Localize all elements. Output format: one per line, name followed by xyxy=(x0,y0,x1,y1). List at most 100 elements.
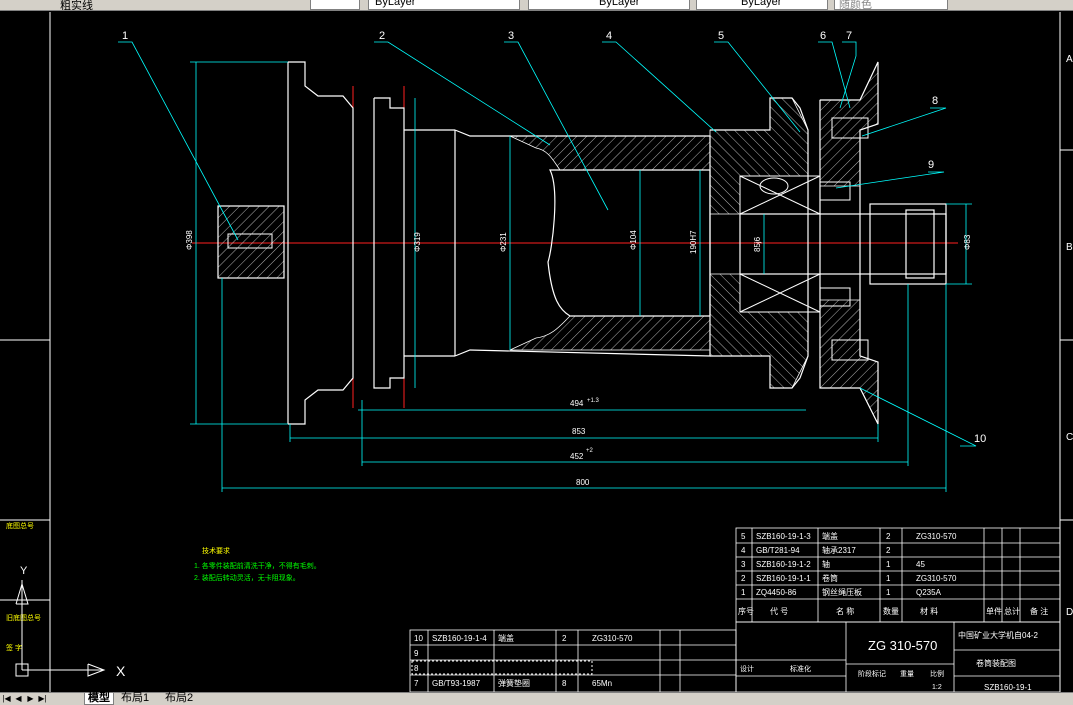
part-no-3: 3 xyxy=(508,30,514,42)
part-no-7: 7 xyxy=(846,30,852,42)
bom-right-header-cell: 总计 xyxy=(1004,606,1020,616)
bom-right-row-qty: 1 xyxy=(886,574,891,583)
tab-layout1[interactable]: 布局1 xyxy=(121,692,150,704)
bom-right-header-cell: 单件 xyxy=(986,606,1002,616)
part-no-1: 1 xyxy=(122,30,128,42)
title-material: ZG 310-570 xyxy=(868,638,937,653)
dim-d104: Φ104 xyxy=(629,230,638,250)
bom-right-row-name: 卷筒 xyxy=(822,573,838,583)
bom-right-header-cell: 代 号 xyxy=(770,606,788,616)
bom-right-row-no: 4 xyxy=(741,546,746,555)
layer-control-text[interactable]: 粗实线 xyxy=(60,0,93,11)
bom-right-row-code: SZB160-19-1-2 xyxy=(756,560,811,569)
bom-right-row-code: GB/T281-94 xyxy=(756,546,800,555)
title-scale-value: 1:2 xyxy=(932,684,942,691)
bom-left-row-code: GB/T93-1987 xyxy=(432,679,481,688)
bom-left-row-material: ZG310-570 xyxy=(592,634,633,643)
dimension-lines xyxy=(190,61,972,492)
dim-800: 800 xyxy=(576,478,590,487)
left-column-labels: 底图总号 旧底图总号 签 字 xyxy=(6,521,41,652)
title-drawing-name: 卷筒装配图 xyxy=(976,658,1016,668)
bom-left-row-qty: 8 xyxy=(562,679,567,688)
tab-layout2[interactable]: 布局2 xyxy=(165,692,194,704)
frame-side-labels: A B C D xyxy=(1066,54,1073,618)
dim-494-tol: +1.3 xyxy=(587,398,600,404)
side-label-d: D xyxy=(1066,607,1073,618)
plotstyle-control[interactable]: 随颜色 xyxy=(834,0,948,10)
leader-lines xyxy=(118,41,977,447)
lineweight-control[interactable]: ByLayer xyxy=(696,0,828,10)
dim-853: 853 xyxy=(572,427,586,436)
part-numbers: 1 2 3 4 5 6 7 8 9 10 xyxy=(122,30,986,445)
bom-right-row-name: 轴承2317 xyxy=(822,545,856,555)
tab-model[interactable]: 模型 xyxy=(84,693,114,705)
prev-tab-button[interactable]: ◀ xyxy=(15,694,22,703)
bom-right-row-name: 钢丝绳压板 xyxy=(822,587,862,597)
tech-note-2: 2. 装配后转动灵活，无卡阻现象。 xyxy=(194,573,300,582)
layout-tab-bar: |◀ ◀ ▶ ▶| 模型 布局1 布局2 xyxy=(0,692,1073,705)
bom-right-header-cell: 材 料 xyxy=(920,606,938,616)
ucs-y-label: Y xyxy=(20,565,28,577)
bom-left-row-qty: 2 xyxy=(562,634,567,643)
bom-left-row-name: 端盖 xyxy=(498,633,514,643)
dim-d83: Φ83 xyxy=(963,234,972,250)
dim-85j6: 85j6 xyxy=(753,236,762,252)
bom-right-row-name: 端盖 xyxy=(822,531,838,541)
color-control[interactable]: ByLayer xyxy=(368,0,520,10)
bearings xyxy=(227,117,869,361)
part-no-6: 6 xyxy=(820,30,826,42)
bom-right-header-cell: 数量 xyxy=(883,606,899,616)
bom-right-row-name: 轴 xyxy=(822,559,830,569)
last-tab-button[interactable]: ▶| xyxy=(38,694,47,703)
next-tab-button[interactable]: ▶ xyxy=(27,694,34,703)
first-tab-button[interactable]: |◀ xyxy=(2,694,11,703)
title-stage-label: 阶段标记 xyxy=(858,669,886,678)
bom-right-row-qty: 2 xyxy=(886,532,891,541)
drawing-canvas[interactable]: A B C D 底图总号 旧底图总号 签 字 xyxy=(0,10,1073,693)
ucs-x-label: X xyxy=(116,663,126,679)
side-label-b: B xyxy=(1066,242,1073,253)
drawing-svg: A B C D 底图总号 旧底图总号 签 字 xyxy=(0,12,1073,693)
bom-right-row-qty: 1 xyxy=(886,560,891,569)
technical-requirements: 技术要求 1. 各零件装配前清洗干净，不得有毛刺。 2. 装配后转动灵活，无卡阻… xyxy=(194,546,321,582)
bom-left-row-no: 9 xyxy=(414,649,419,658)
bom-right-row-code: SZB160-19-1-1 xyxy=(756,574,811,583)
color-swatch-control[interactable] xyxy=(310,0,360,10)
bom-right-row-qty: 1 xyxy=(886,588,891,597)
title-standard-label: 标准化 xyxy=(790,664,811,673)
bom-right-row-qty: 2 xyxy=(886,546,891,555)
dim-190h7: 190H7 xyxy=(689,230,698,254)
bom-left-row-name: 弹簧垫圈 xyxy=(498,678,530,688)
bom-right-row-material: 45 xyxy=(916,560,925,569)
title-block-text: ZG 310-570 中国矿业大学机自04-2 卷筒装配图 SZB160-19-… xyxy=(740,630,1039,692)
dim-494: 494 xyxy=(570,399,584,408)
linetype-control[interactable]: ByLayer xyxy=(528,0,690,10)
bom-right-row-no: 5 xyxy=(741,532,746,541)
bom-right-row-code: ZQ4450-86 xyxy=(756,588,797,597)
ucs-icon xyxy=(15,580,106,677)
left-label-2: 签 字 xyxy=(6,643,22,652)
selected-row-highlight xyxy=(411,660,593,675)
part-no-2: 2 xyxy=(379,30,385,42)
bom-right-header-cell: 序号 xyxy=(738,606,754,616)
bom-left-row-no: 8 xyxy=(414,664,419,673)
left-label-0: 底图总号 xyxy=(6,521,34,530)
title-scale-label: 比例 xyxy=(930,669,944,678)
side-label-a: A xyxy=(1066,54,1073,65)
top-toolbar: 粗实线 ByLayer ByLayer ByLayer 随颜色 xyxy=(0,0,1073,11)
title-school: 中国矿业大学机自04-2 xyxy=(958,630,1039,640)
bom-right-header-cell: 名 称 xyxy=(836,606,854,616)
tech-note-1: 1. 各零件装配前清洗干净，不得有毛刺。 xyxy=(194,561,321,570)
bom-right-row-material: ZG310-570 xyxy=(916,532,957,541)
bom-left-row-no: 7 xyxy=(414,679,419,688)
left-label-1: 旧底图总号 xyxy=(6,613,41,622)
bom-right-header-cell: 备 注 xyxy=(1030,606,1048,616)
section-hatching xyxy=(217,61,879,425)
title-weight-label: 重量 xyxy=(900,670,914,678)
dim-d319: Φ319 xyxy=(413,232,422,252)
bom-right-row-no: 2 xyxy=(741,574,746,583)
title-drawing-no: SZB160-19-1 xyxy=(984,683,1032,692)
bom-left-row-no: 10 xyxy=(414,634,423,643)
